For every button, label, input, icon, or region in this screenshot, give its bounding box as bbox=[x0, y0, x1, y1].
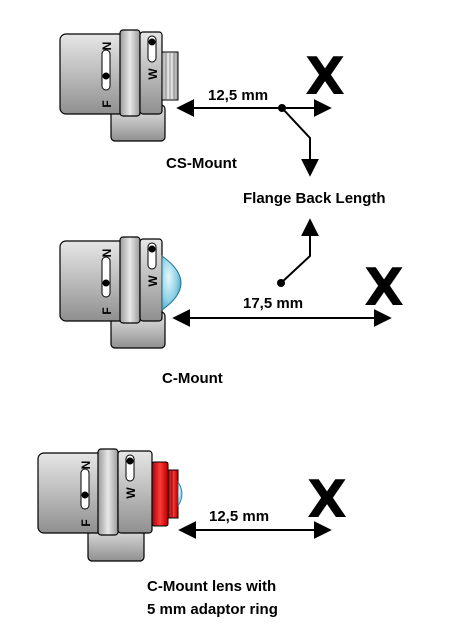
adaptor-lens: N F W bbox=[37, 448, 183, 562]
adaptor-ring-mark-f: F bbox=[79, 519, 93, 526]
cs-distance-label: 12,5 mm bbox=[208, 87, 268, 104]
c-focus-ring bbox=[119, 236, 141, 324]
cs-focus-ring bbox=[119, 29, 141, 117]
c-mount-lens: N F W bbox=[59, 236, 182, 349]
adaptor-focus-marker: X bbox=[307, 470, 347, 530]
c-mount-caption: C-Mount bbox=[162, 370, 223, 387]
adaptor-focus-ring bbox=[97, 448, 119, 536]
c-ring-mark-n: N bbox=[100, 249, 114, 258]
adaptor-ring-mark-w: W bbox=[124, 487, 138, 499]
cs-ring-mark-n: N bbox=[100, 42, 114, 51]
c-lens-barrel bbox=[59, 240, 129, 322]
cs-mount-caption: CS-Mount bbox=[166, 155, 237, 172]
cs-ring-mark-f: F bbox=[100, 100, 114, 107]
cs-ring-mark-w: W bbox=[146, 68, 160, 80]
cs-mount-lens: N F W bbox=[59, 29, 179, 142]
c-focus-marker: X bbox=[364, 258, 404, 318]
cs-lens-barrel bbox=[59, 33, 129, 115]
flange-back-pointers bbox=[277, 104, 319, 287]
flange-back-label: Flange Back Length bbox=[243, 190, 386, 207]
adaptor-ring bbox=[151, 461, 169, 527]
c-lens-glass bbox=[161, 255, 182, 311]
adaptor-distance-label: 12,5 mm bbox=[209, 508, 269, 525]
c-distance-label: 17,5 mm bbox=[243, 295, 303, 312]
adaptor-caption-line1: C-Mount lens with bbox=[147, 578, 276, 595]
adaptor-caption-line2: 5 mm adaptor ring bbox=[147, 601, 278, 618]
cs-focus-marker: X bbox=[305, 47, 345, 107]
adaptor-lens-barrel bbox=[37, 452, 107, 534]
c-ring-mark-f: F bbox=[100, 307, 114, 314]
adaptor-ring-mark-n: N bbox=[79, 461, 93, 470]
c-ring-mark-w: W bbox=[146, 275, 160, 287]
